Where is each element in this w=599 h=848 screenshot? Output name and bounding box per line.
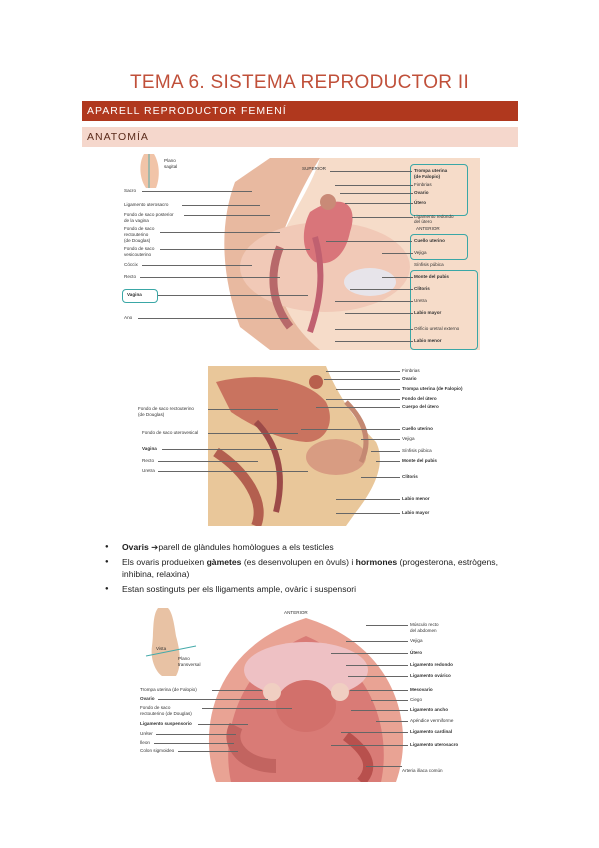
label-lig-redondo: del útero — [414, 219, 432, 224]
label-ovario: Ovario — [402, 376, 417, 381]
label-lig-ancho: Ligamento ancho — [410, 707, 449, 712]
label-fimbrias: Fimbrias — [402, 368, 420, 373]
label-uretra: Uretra — [142, 468, 155, 473]
label-orificio-uretral: Orificio uretral externo — [414, 326, 460, 331]
bullet-list: Ovaris ➔parell de glàndules homòlogues a… — [105, 541, 528, 597]
label-fondo-posterior: Fondo de saco posterior — [124, 212, 174, 217]
label-fondo-douglas: Fondo de saco rectouterino — [138, 406, 194, 411]
label-clitoris: Clítoris — [414, 286, 430, 291]
figure-cadaveric-section: Fondo de saco rectouterino (de Douglas) … — [136, 362, 466, 526]
label-fondo-vesicouterino: Fondo de saco — [124, 246, 155, 251]
label-utero: Útero — [410, 650, 422, 655]
label-labio-mayor: Labio mayor — [414, 310, 442, 315]
label-lig-cardinal: Ligamento cardinal — [410, 729, 453, 734]
label-clitoris: Clítoris — [402, 474, 418, 479]
label-monte-pubis: Monte del pubis — [402, 458, 437, 463]
label-sacro: Sacro — [124, 188, 137, 193]
label-monte-pubis: Monte del pubis — [414, 274, 449, 279]
page-title: TEMA 6. SISTEMA REPRODUCTOR II — [129, 72, 470, 93]
figure-anterior-view: ANTERIOR Vista Plano transversal Trompa … — [136, 606, 476, 782]
label-trompa: Trompa uterina (de Falopio) — [140, 687, 197, 692]
label-vejiga: Vejiga — [410, 638, 423, 643]
subsection-heading: ANATOMÍA — [82, 127, 518, 147]
label-fondo-douglas: (de Douglas) — [138, 412, 165, 417]
label-trompa: Trompa uterina — [414, 168, 448, 173]
label-lig-redondo: Ligamento redondo — [414, 214, 454, 219]
label-lig-redondo: Ligamento redondo — [410, 662, 453, 667]
label-fondo-uterovesical: Fondo de saco uterovesical — [142, 430, 199, 435]
label-vejiga: Vejiga — [402, 436, 415, 441]
highlight-box — [410, 164, 468, 216]
highlight-box — [410, 234, 468, 260]
label-ovario: Ovario — [140, 696, 155, 701]
label-vagina: Vagina — [127, 292, 142, 297]
label-fondo-douglas: Fondo de saco — [140, 705, 171, 710]
label-vagina: Vagina — [142, 446, 157, 451]
section-heading: APARELL REPRODUCTOR FEMENÍ — [82, 101, 518, 121]
orientation-anterior-label: ANTERIOR — [416, 226, 440, 231]
label-fondo-posterior: de la vagina — [124, 218, 149, 223]
label-lig-uterosacro: Ligamento uterosacro — [410, 742, 459, 747]
label-ano: Ano — [124, 315, 133, 320]
label-lig-suspensorio: Ligamento suspensorio — [140, 721, 192, 726]
label-ciego: Ciego — [410, 697, 423, 702]
label-ileon: Íleon — [140, 740, 150, 745]
figure-sagittal-section: Plano sagital SUPERIOR ANTERIOR Sacro Li… — [120, 152, 480, 350]
label-ureter: Uréter — [140, 731, 153, 736]
bullet-item: Estan sostinguts per els lligaments ampl… — [105, 583, 528, 596]
orientation-anterior-label: ANTERIOR — [284, 610, 308, 615]
bullet-item: Els ovaris produeixen gàmetes (es desenv… — [105, 556, 528, 581]
inset-label: Plano — [164, 158, 176, 163]
label-labio-mayor: Labio mayor — [402, 510, 430, 515]
label-labio-menor: Labio menor — [414, 338, 442, 343]
label-musculo-recto: del abdomen — [410, 628, 437, 633]
inset-label: transversal — [178, 662, 201, 667]
label-fondo-vesicouterino: vesicouterino — [124, 252, 152, 257]
label-sinfisis: Sínfisis púbica — [414, 262, 444, 267]
label-fondo-douglas: Fondo de saco — [124, 226, 155, 231]
anterior-view-illustration — [136, 606, 476, 782]
inset-label: Plano — [178, 656, 190, 661]
label-fondo-utero: Fondo del útero — [402, 396, 437, 401]
label-fondo-douglas: (de Douglas) — [124, 238, 151, 243]
label-lig-ovarico: Ligamento ovárico — [410, 673, 451, 678]
label-apendice: Apéndice vermiforme — [410, 718, 454, 723]
orientation-superior-label: SUPERIOR — [302, 166, 326, 171]
inset-label: Vista — [156, 646, 167, 651]
label-cuerpo-utero: Cuerpo del útero — [402, 404, 439, 409]
label-fondo-douglas: rectouterino — [124, 232, 149, 237]
inset-label: sagital — [164, 164, 178, 169]
label-mesovario: Mesovario — [410, 687, 433, 692]
label-coccix: Cóccix — [124, 262, 138, 267]
bullet-item: Ovaris ➔parell de glàndules homòlogues a… — [105, 541, 528, 554]
label-cuello-uterino: Cuello uterino — [414, 238, 445, 243]
label-uretra: Uretra — [414, 298, 427, 303]
label-trompa: Trompa uterina (de Falopio) — [402, 386, 463, 391]
label-fondo-douglas: rectouterino (de Douglas) — [140, 711, 192, 716]
label-vejiga: Vejiga — [414, 250, 427, 255]
label-recto: Recto — [124, 274, 137, 279]
label-cuello-uterino: Cuello uterino — [402, 426, 433, 431]
label-utero: Útero — [414, 200, 426, 205]
label-lig-uterosacro: Ligamento uterosacro — [124, 202, 169, 207]
label-labio-menor: Labio menor — [402, 496, 430, 501]
label-trompa: (de Falopio) — [414, 174, 441, 179]
label-colon-sigmoideo: Colon sigmoideo — [140, 748, 175, 753]
label-sinfisis: Sínfisis púbica — [402, 448, 432, 453]
highlight-box — [410, 270, 478, 350]
highlight-box — [122, 289, 158, 303]
label-recto: Recto — [142, 458, 155, 463]
label-fimbrias: Fimbrias — [414, 182, 432, 187]
label-musculo-recto: Músculo recto — [410, 622, 439, 627]
label-arteria-iliaca: Arteria ilíaca común — [402, 768, 443, 773]
label-ovario: Ovario — [414, 190, 429, 195]
